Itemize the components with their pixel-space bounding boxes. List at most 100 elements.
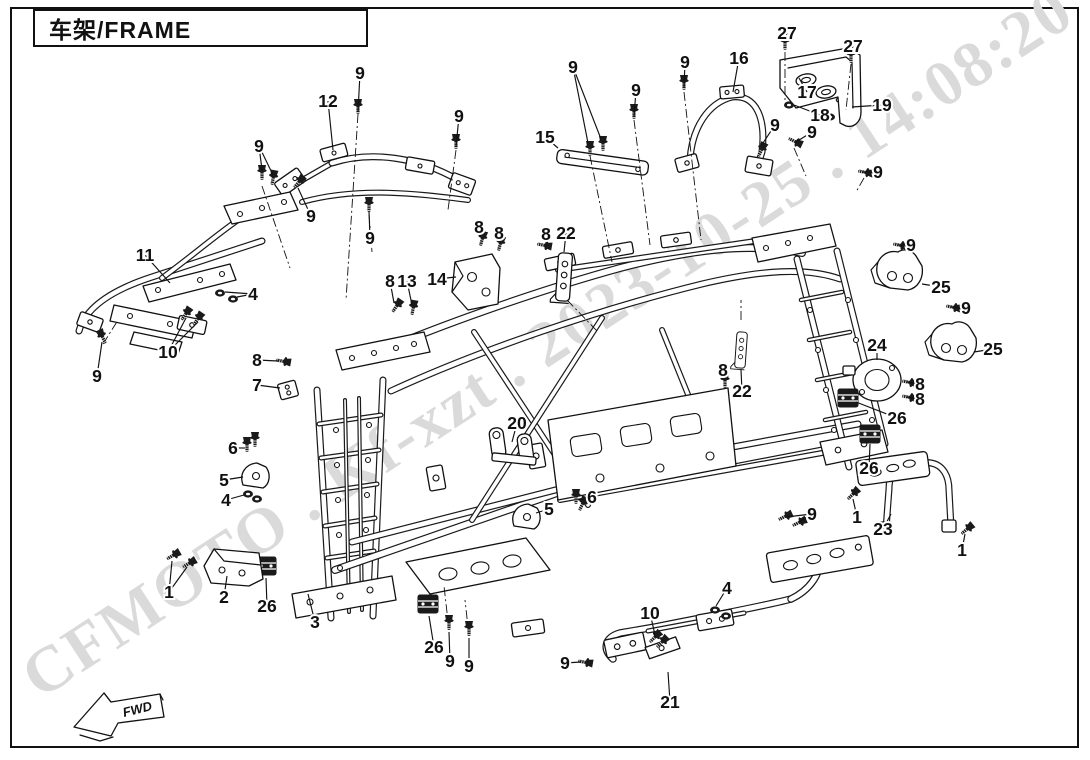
callout-leader xyxy=(973,348,994,353)
callout-label-8: 8 xyxy=(541,224,551,244)
callout-label-18: 18 xyxy=(810,105,830,125)
callout-label-10: 10 xyxy=(158,342,178,362)
callout-leader xyxy=(544,136,559,149)
callout-label-8: 8 xyxy=(494,223,504,243)
callout-label-9: 9 xyxy=(631,80,641,100)
callout-label-8: 8 xyxy=(385,271,395,291)
callout-leader xyxy=(819,114,827,118)
fwd-direction-arrow: FWD xyxy=(73,692,165,742)
callout-label-26: 26 xyxy=(859,458,879,478)
callout-leader xyxy=(307,593,316,623)
callout-label-8: 8 xyxy=(915,374,925,394)
callout-leader xyxy=(649,612,656,636)
callout-leader xyxy=(851,104,883,108)
nut-icon xyxy=(252,495,262,503)
callout-label-27: 27 xyxy=(843,36,862,56)
callout-label-9: 9 xyxy=(807,122,817,142)
callout-leader xyxy=(436,276,457,280)
callout-label-5: 5 xyxy=(219,470,229,490)
callout-label-9: 9 xyxy=(568,57,578,77)
callout-label-9: 9 xyxy=(306,206,316,226)
callout-leader xyxy=(793,104,821,116)
callout-label-9: 9 xyxy=(254,136,264,156)
callout-label-6: 6 xyxy=(228,438,238,458)
callout-leader xyxy=(882,513,892,530)
bolt-icon xyxy=(242,436,252,453)
callout-leader xyxy=(577,496,593,501)
callout-label-9: 9 xyxy=(873,162,883,182)
callout-label-8: 8 xyxy=(915,389,925,409)
callout-leader xyxy=(961,533,966,551)
callout-leader xyxy=(498,232,501,242)
callout-label-22: 22 xyxy=(556,223,576,243)
nut-icon xyxy=(215,289,225,297)
callout-leader xyxy=(633,89,637,118)
callout-leader xyxy=(256,359,279,362)
callout-label-9: 9 xyxy=(770,115,780,135)
callout-label-2: 2 xyxy=(219,587,229,607)
callout-leader xyxy=(168,560,173,593)
callout-leader xyxy=(357,72,361,113)
callout-leader xyxy=(535,508,550,514)
fwd-label: FWD xyxy=(121,698,154,720)
bolt-icon xyxy=(464,620,474,637)
callout-leader xyxy=(406,280,413,306)
callout-leader xyxy=(921,283,942,288)
callout-leader xyxy=(855,401,898,419)
callout-label-9: 9 xyxy=(807,504,817,524)
callout-label-24: 24 xyxy=(867,335,887,355)
callout-leader xyxy=(478,226,482,237)
callout-leader xyxy=(868,443,871,469)
bolt-icon xyxy=(407,298,420,316)
callout-leader xyxy=(906,396,921,400)
callout-leader xyxy=(144,254,171,284)
callout-label-9: 9 xyxy=(464,656,474,676)
bolt-icon xyxy=(388,296,406,315)
callout-leader xyxy=(683,61,686,89)
callout-label-14: 14 xyxy=(427,269,447,289)
bolt-icon xyxy=(250,431,260,448)
callout-label-9: 9 xyxy=(454,106,464,126)
callout-leader xyxy=(798,513,813,523)
callout-leader xyxy=(795,131,813,143)
callout-label-12: 12 xyxy=(318,91,338,111)
callout-label-7: 7 xyxy=(252,375,262,395)
callout-label-9: 9 xyxy=(92,366,102,386)
callout-leader xyxy=(96,341,103,377)
callout-leader xyxy=(428,615,435,648)
callout-leader xyxy=(760,124,776,147)
callout-leader xyxy=(258,145,263,171)
callout-leader xyxy=(852,498,858,518)
callout-label-19: 19 xyxy=(872,95,892,115)
callout-label-13: 13 xyxy=(397,271,417,291)
callout-leader xyxy=(168,566,188,593)
callout-leader xyxy=(448,631,451,662)
bolt-icon xyxy=(958,520,977,538)
callout-label-25: 25 xyxy=(931,277,951,297)
callout-label-27: 27 xyxy=(777,23,796,43)
callout-leader xyxy=(667,671,671,703)
callout-leader xyxy=(564,661,582,664)
nut-icon xyxy=(228,295,238,303)
callout-label-15: 15 xyxy=(535,127,555,147)
callout-label-9: 9 xyxy=(355,63,365,83)
callout-leader xyxy=(785,513,813,518)
nut-icon xyxy=(721,612,731,620)
callout-leader xyxy=(265,577,268,607)
callout-label-1: 1 xyxy=(164,582,174,602)
callout-label-8: 8 xyxy=(718,360,728,380)
callout-label-5: 5 xyxy=(544,499,554,519)
callout-leader xyxy=(368,210,371,239)
callout-leader xyxy=(224,291,254,295)
title-box: 车架/FRAME xyxy=(33,9,368,47)
callout-label-9: 9 xyxy=(680,52,690,72)
callout-leader xyxy=(722,369,726,378)
callout-label-16: 16 xyxy=(729,48,749,68)
callout-leader xyxy=(798,77,808,93)
callout-leader xyxy=(784,32,788,41)
callout-label-8: 8 xyxy=(252,350,262,370)
callout-leader xyxy=(455,115,460,148)
callout-label-6: 6 xyxy=(587,487,597,507)
callout-label-23: 23 xyxy=(873,519,893,539)
